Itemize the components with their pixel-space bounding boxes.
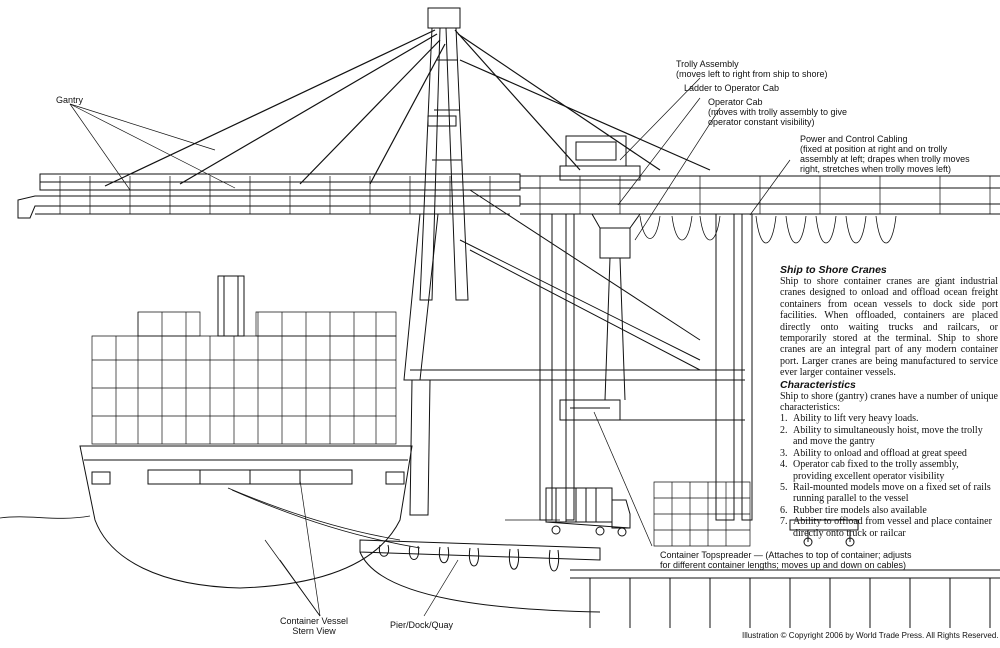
label-gantry: Gantry [56,95,84,105]
label-trolly-assembly: Trolly Assembly (moves left to right fro… [676,59,828,79]
label-pier: Pier/Dock/Quay [390,620,454,630]
list-item: 7.Ability to offload from vessel and pla… [780,516,992,539]
list-item: 1.Ability to lift very heavy loads. [780,413,919,425]
mooring-lines [227,487,421,549]
quay-containers [653,481,751,547]
boom-stays [104,29,711,187]
list-item: 6.Rubber tire models also available [780,504,927,516]
ship-containers [91,311,397,445]
waterline [0,515,560,521]
container-topspreader [559,399,621,421]
power-cabling [639,215,897,244]
article-body: Ship to shore container cranes are giant… [780,276,998,379]
article-title: Ship to Shore Cranes [780,264,887,276]
gantry-legs [403,189,753,521]
pier-dock [359,539,1000,628]
list-item: 3.Ability to onload and offload at great… [780,447,967,459]
copyright-notice: Illustration © Copyright 2006 by World T… [742,631,999,640]
article: Ship to Shore Cranes Ship to shore conta… [780,264,998,539]
article-intro: Ship to shore (gantry) cranes have a num… [780,390,998,414]
trolly-assembly [559,135,641,401]
container-vessel [79,275,413,589]
label-power-cabling: Power and Control Cabling (fixed at posi… [800,134,970,174]
list-item: 4.Operator cab fixed to the trolly assem… [780,459,959,482]
characteristics-list: 1.Ability to lift very heavy loads. 2.Ab… [780,413,998,538]
apex-tower [419,7,469,301]
leader-lines [69,77,791,617]
article-subtitle: Characteristics [780,378,856,391]
label-container-vessel: Container Vessel Stern View [280,616,349,636]
straddle-carrier [789,519,859,547]
list-item: 5.Rail-mounted models move on a fixed se… [780,481,991,505]
label-operator-cab: Operator Cab (moves with trolly assembly… [708,97,848,127]
truck [545,487,631,537]
label-topspreader: Container Topspreader — (Attaches to top… [660,550,912,570]
list-item: 2.Ability to simultaneously hoist, move … [780,424,983,448]
label-ladder: Ladder to Operator Cab [684,83,780,93]
crane-boom [17,173,1000,219]
